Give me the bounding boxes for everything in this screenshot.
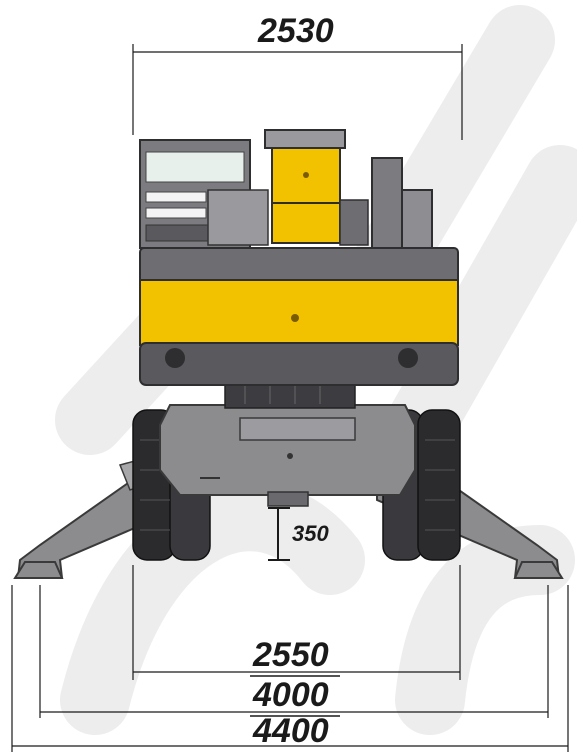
cab <box>139 139 269 249</box>
light-housing <box>398 348 418 368</box>
left-outrigger-pad <box>13 561 64 579</box>
dimension-outrigger-span-inner: 4000 <box>253 676 329 714</box>
undercarriage <box>159 404 416 507</box>
hydraulic-tank <box>371 157 433 249</box>
dimension-overall-width: 2530 <box>258 12 334 50</box>
boom-base <box>264 129 369 246</box>
right-outrigger-pad <box>513 561 564 579</box>
dimension-track-width: 2550 <box>253 636 329 674</box>
cab-window <box>145 151 245 183</box>
counterweight-yellow-panel <box>139 279 459 346</box>
dimension-ground-clearance: 350 <box>292 521 329 546</box>
dimension-outrigger-span-outer: 4400 <box>253 712 329 750</box>
light-housing <box>165 348 185 368</box>
tire <box>417 409 461 561</box>
watermark-stroke <box>395 525 575 735</box>
counterweight <box>139 247 459 386</box>
axle-hub <box>267 491 309 507</box>
dimension-lines <box>11 44 569 752</box>
